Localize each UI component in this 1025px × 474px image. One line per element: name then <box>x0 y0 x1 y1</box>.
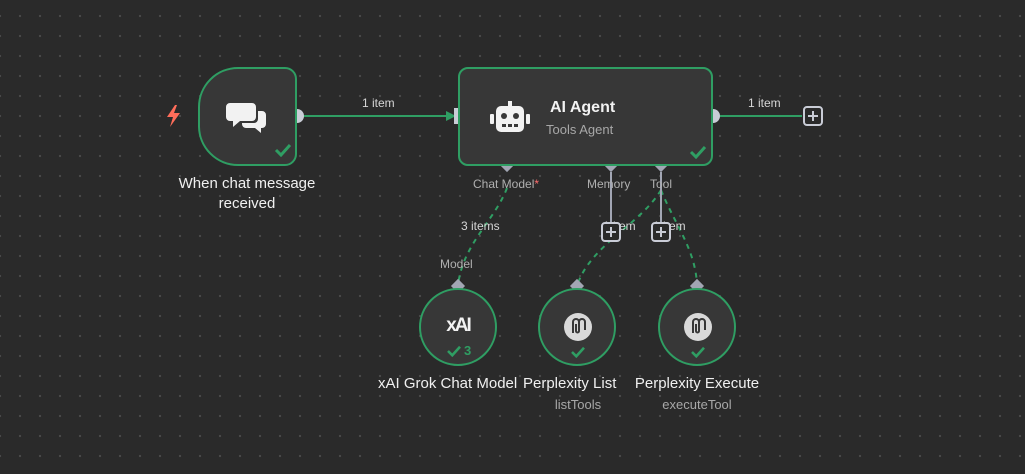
perplexity-execute-subtitle: executeTool <box>662 397 732 412</box>
edge-label-trigger-agent: 1 item <box>362 96 395 110</box>
edge-execute-tool-to-agent[interactable] <box>660 189 698 287</box>
edge-label-model-count: 3 items <box>461 219 500 233</box>
agent-title: AI Agent <box>550 99 616 116</box>
edge-arrowhead <box>446 111 456 121</box>
trigger-node[interactable] <box>198 67 297 166</box>
robot-icon <box>490 101 530 132</box>
port-label-chat-model: Chat Model* <box>473 177 539 191</box>
port-label-memory: Memory <box>587 177 631 191</box>
success-check-icon <box>447 345 461 357</box>
perplexity-execute-label: Perplexity Execute <box>634 375 760 392</box>
chat-bubbles-icon <box>226 103 266 133</box>
perplexity-list-subtitle: listTools <box>554 397 602 412</box>
add-tool-button[interactable] <box>651 222 671 242</box>
required-marker: * <box>534 177 540 191</box>
port-label-tool: Tool <box>650 177 673 191</box>
ai-agent-node[interactable]: AI Agent Tools Agent <box>458 67 713 166</box>
trigger-node-label: When chat message received <box>147 174 347 214</box>
trigger-label-line2: received <box>218 195 276 212</box>
success-check-icon <box>689 145 707 159</box>
add-node-after-agent-button[interactable] <box>803 106 823 126</box>
chat-model-text: Chat Model <box>473 177 535 191</box>
perplexity-list-node[interactable] <box>538 288 616 366</box>
trigger-label-line1: When chat message <box>178 175 316 192</box>
success-check-icon <box>274 143 292 157</box>
add-memory-button[interactable] <box>601 222 621 242</box>
perplexity-icon <box>564 313 592 341</box>
success-check-icon <box>571 346 585 358</box>
xai-logo-icon: xAI <box>446 315 472 336</box>
perplexity-list-label: Perplexity List <box>523 375 617 392</box>
bolt-icon <box>167 105 180 127</box>
run-count-badge: 3 <box>464 343 472 358</box>
perplexity-execute-node[interactable] <box>658 288 736 366</box>
success-check-icon <box>691 346 705 358</box>
xai-grok-label: xAI Grok Chat Model <box>378 375 518 392</box>
port-label-model: Model <box>440 257 473 271</box>
agent-input-handle[interactable] <box>454 108 461 124</box>
edge-model-to-agent[interactable] <box>457 187 508 287</box>
agent-subtitle: Tools Agent <box>546 122 614 137</box>
perplexity-icon <box>684 313 712 341</box>
edge-label-agent-output: 1 item <box>748 96 781 110</box>
xai-grok-node[interactable]: xAI 3 <box>419 288 497 366</box>
